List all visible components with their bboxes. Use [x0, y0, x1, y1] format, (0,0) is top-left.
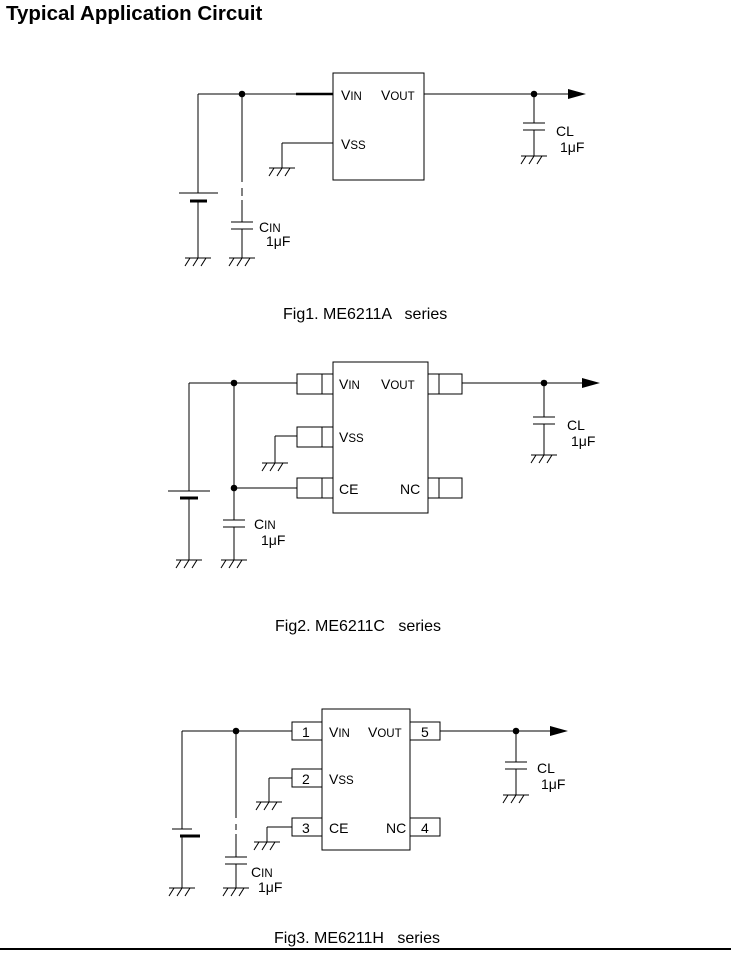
fig3-cin-value: 1μF — [258, 879, 282, 895]
fig3-pin-vin: VIN — [329, 724, 350, 740]
fig3-junction-out — [512, 727, 520, 735]
fig2-pin-vin: VIN — [339, 376, 360, 392]
fig2-junction — [230, 379, 238, 387]
fig1-ground — [268, 167, 296, 177]
fig3-pin-number-4: 4 — [421, 820, 429, 836]
fig2-pin-stub — [296, 426, 334, 448]
fig3-ground — [222, 887, 250, 897]
fig3-ground — [255, 801, 283, 811]
fig1-pin-vss: VSS — [341, 136, 366, 152]
fig1-ic-body — [332, 72, 425, 181]
fig3-ground — [168, 887, 196, 897]
fig2-cin-label: CIN — [254, 516, 276, 532]
fig3-junction — [232, 727, 240, 735]
fig2-pin-stub — [296, 477, 334, 499]
fig1-cin-label: CIN — [259, 219, 281, 235]
fig3-ground — [253, 841, 281, 851]
fig2-cin-value: 1μF — [261, 532, 285, 548]
fig2-ground — [530, 454, 558, 464]
fig1-junction-out — [530, 90, 538, 98]
fig2-ground — [220, 559, 248, 569]
fig1-junction — [238, 90, 246, 98]
fig1-cl-label: CL — [556, 123, 574, 139]
fig2-ground — [175, 559, 203, 569]
fig2-output-arrow — [582, 378, 600, 388]
fig3-pin-ce: CE — [329, 820, 348, 836]
fig1-cl-value: 1μF — [560, 139, 584, 155]
fig2-junction — [230, 484, 238, 492]
fig1-ground — [184, 257, 212, 267]
fig3-caption: Fig3. ME6211H series — [274, 930, 440, 947]
fig2-cl-label: CL — [567, 417, 585, 433]
fig2-pin-stub — [296, 373, 334, 395]
fig2-pin-vss: VSS — [339, 429, 364, 445]
fig1-pin-vout: VOUT — [381, 87, 415, 103]
fig2-pin-ce: CE — [339, 481, 358, 497]
fig1-circuit — [179, 72, 570, 258]
fig3-pin-number-3: 3 — [302, 820, 310, 836]
fig3-cl-label: CL — [537, 760, 555, 776]
fig2-caption: Fig2. ME6211C series — [275, 618, 441, 635]
fig3-cl-value: 1μF — [541, 776, 565, 792]
fig3-pin-vss: VSS — [329, 771, 354, 787]
fig3-pin-number-1: 1 — [302, 724, 310, 740]
fig2-pin-nc: NC — [400, 481, 420, 497]
fig1-output-arrow — [568, 89, 586, 99]
page-bottom-rule — [0, 948, 731, 950]
fig1-pin-vin: VIN — [341, 87, 362, 103]
fig2-pin-vout: VOUT — [381, 376, 415, 392]
fig1-cin-value: 1μF — [266, 233, 290, 249]
fig1-caption: Fig1. ME6211A series — [283, 306, 447, 323]
fig3-ground — [502, 794, 530, 804]
fig3-pin-nc: NC — [386, 820, 406, 836]
fig3-pin-vout: VOUT — [368, 724, 402, 740]
fig3-output-arrow — [550, 726, 568, 736]
fig2-ground — [261, 462, 289, 472]
fig3-pin-number-2: 2 — [302, 771, 310, 787]
fig2-pin-stub — [427, 477, 463, 499]
fig1-ground — [228, 257, 256, 267]
fig2-junction-out — [540, 379, 548, 387]
fig3-circuit — [172, 708, 552, 888]
page-heading: Typical Application Circuit — [6, 2, 263, 25]
fig3-pin-number-5: 5 — [421, 724, 429, 740]
fig2-pin-stub — [427, 373, 463, 395]
fig2-circuit — [168, 361, 584, 560]
fig3-cin-label: CIN — [251, 864, 273, 880]
fig3-pin-box — [409, 817, 441, 837]
fig2-cl-value: 1μF — [571, 433, 595, 449]
fig1-ground — [520, 155, 548, 165]
